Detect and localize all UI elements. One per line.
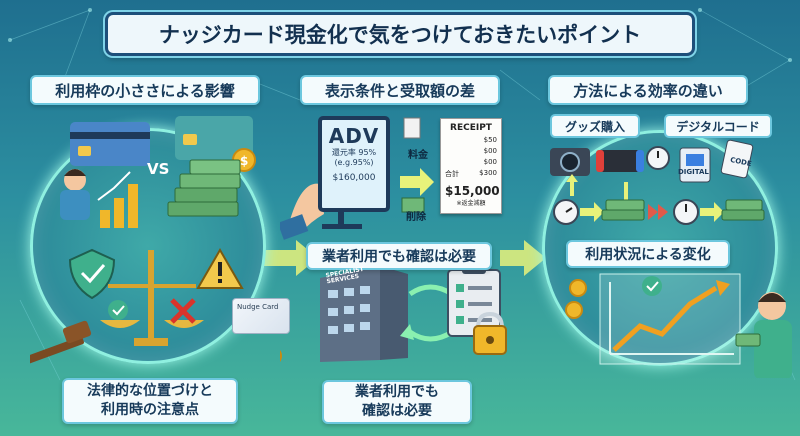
sub-label-digital: デジタルコード (664, 114, 772, 138)
camera-icon (550, 148, 590, 176)
coin-icon (569, 279, 587, 297)
balance-scale-icon (100, 250, 204, 346)
fast-forward-icon (648, 204, 658, 220)
vs-text: VS (147, 160, 170, 178)
middle-footer-box: 業者利用でも 確認は必要 (322, 380, 472, 424)
cross-icon (170, 298, 196, 324)
shield-check-icon (68, 248, 116, 300)
cash-stack-icon (601, 199, 645, 221)
adv-display-monitor: ADV 還元率 95% (e.g.95%) $160,000 (318, 116, 390, 212)
receipt-row: $00 (483, 147, 497, 155)
code-card-icon (720, 139, 754, 179)
flow-arrow-2 (500, 240, 546, 276)
large-credit-card-icon (175, 116, 253, 160)
cash-pile-icon (167, 159, 241, 217)
arrow-right-icon (400, 168, 434, 196)
middle-center-label: 業者利用でも確認は必要 (306, 242, 492, 270)
arrow-right-icon (580, 202, 604, 222)
adv-rate: 還元率 95% (331, 148, 377, 157)
digital-code-box-icon (679, 147, 711, 183)
left-footer-box: 法律的な位置づけと 利用時の注意点 (62, 378, 238, 424)
page-title: ナッジカード現金化で気をつけておきたいポイント (105, 12, 695, 56)
middle-footer-line1: 業者利用でも (355, 384, 439, 401)
receipt-row: $50 (483, 136, 497, 144)
deduct-tag: 削除 (406, 212, 426, 223)
right-center-label: 利用状況による変化 (566, 240, 730, 268)
section-header-method: 方法による効率の違い (548, 75, 748, 105)
left-footer-line2: 利用時の注意点 (101, 402, 199, 418)
section-header-display: 表示条件と受取額の差 (300, 75, 500, 105)
coin-stack-icon (100, 184, 138, 228)
small-credit-card-icon (70, 122, 150, 166)
middle-illustration (280, 117, 507, 362)
adv-title: ADV (328, 124, 380, 148)
coin-icon (565, 301, 583, 319)
padlock-icon (473, 311, 507, 355)
receipt-title: RECEIPT (450, 123, 492, 133)
gavel-icon (30, 320, 92, 364)
cash-icon (401, 197, 425, 213)
receipt-total: $15,000 (445, 184, 500, 198)
arrow-up-icon (566, 174, 578, 182)
building-icon (320, 266, 408, 362)
cash-stack-icon (721, 199, 765, 221)
game-console-icon (596, 150, 644, 172)
exchange-arrow-icon (408, 284, 454, 297)
right-illustration (550, 139, 792, 378)
coin-icon (280, 350, 282, 362)
left-footer-line1: 法律的な位置づけと (87, 383, 213, 400)
fee-doc-icon (403, 117, 421, 139)
adv-amount: $160,000 (332, 173, 376, 184)
middle-footer-line2: 確認は必要 (362, 403, 432, 419)
left-illustration: $ (30, 116, 256, 364)
nudge-card-icon: Nudge Card (232, 298, 290, 334)
flow-arrow-1 (262, 240, 318, 276)
receipt-row: $00 (483, 158, 497, 166)
growth-chart-icon (599, 273, 741, 365)
check-icon (642, 276, 662, 296)
receipt-row: 合計$300 (445, 169, 497, 178)
sub-label-goods: グッズ購入 (550, 114, 640, 138)
adv-example: (e.g.95%) (334, 157, 374, 167)
svg-text:$: $ (240, 154, 248, 168)
receipt-note: ※返金減額 (456, 200, 486, 207)
fee-tag: 料金 (408, 150, 428, 161)
digital-tag: DIGITAL (678, 168, 709, 176)
receipt: RECEIPT $50 $00 $00 合計$300 $15,000 ※返金減額 (440, 118, 502, 214)
arrow-right-icon (700, 202, 724, 222)
check-icon (108, 300, 128, 320)
section-header-limit: 利用枠の小ささによる影響 (30, 75, 260, 105)
smiling-person-icon (735, 292, 792, 378)
